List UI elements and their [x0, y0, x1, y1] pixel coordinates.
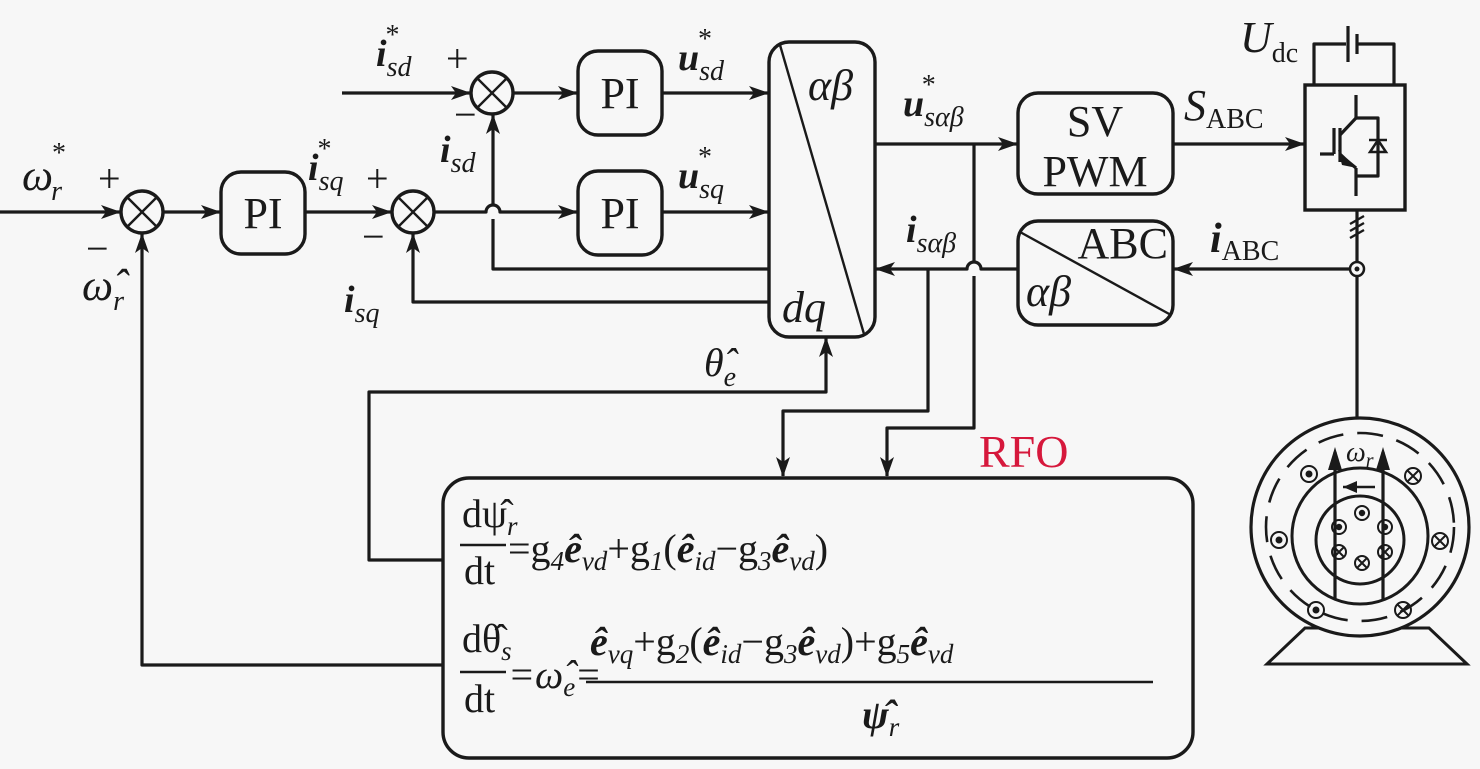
equation-term: ê — [772, 526, 790, 571]
label-s-abc: SABC — [1184, 81, 1264, 135]
equation-term: 3 — [757, 546, 772, 576]
label-isq: isq — [344, 279, 379, 329]
equation-term: 4 — [551, 546, 565, 576]
pi-d-block: PI — [576, 49, 664, 137]
motor-omega-label: ωr — [1346, 437, 1374, 472]
equation-term: ê — [797, 619, 815, 664]
label-isd: isd — [440, 129, 476, 179]
igbt-icon — [1320, 95, 1380, 196]
svg-text:dθ̂s: dθ̂s — [462, 616, 512, 666]
equation-term: =g — [508, 526, 551, 571]
equation-term: id — [720, 639, 742, 669]
equation-term: vd — [928, 639, 954, 669]
equation-1-rhs: =g4êvd+g1(êid−g3êvd) — [508, 526, 828, 576]
label-isd-ref: isd* — [376, 20, 412, 83]
pi-q-label: PI — [600, 189, 639, 238]
park-transform-block: αβ dq — [767, 40, 877, 339]
three-phase-marker-icon — [1349, 214, 1365, 240]
equation-term: ) — [815, 526, 828, 571]
sum-junction-q — [390, 189, 436, 235]
induction-motor-icon: ωr — [1249, 416, 1471, 666]
equation-term: vd — [789, 546, 815, 576]
svpwm-label-line1: SV — [1067, 97, 1123, 146]
sign-d-plus: + — [446, 36, 469, 81]
label-theta-hat: θ̂e — [704, 340, 739, 393]
equation-term: ) — [841, 619, 854, 664]
pi-q-block: PI — [576, 169, 664, 257]
diode-icon — [1367, 137, 1389, 154]
equation-term: ê — [677, 526, 695, 571]
clarke-transform-block: ABC αβ — [1016, 219, 1175, 327]
sum-junction-speed — [119, 189, 165, 235]
svg-text:dt: dt — [464, 676, 495, 721]
observer-equation-2: dθ̂s dt =ω̂e= êvq+g2(êid−g3êvd)+g5êvd ψ̂… — [460, 616, 1153, 742]
equation-term: 1 — [650, 546, 664, 576]
svpwm-label-line2: PWM — [1042, 147, 1147, 196]
pi-speed-label: PI — [243, 189, 282, 238]
sign-d-minus: − — [454, 92, 477, 137]
current-sensor-icon — [1348, 260, 1366, 278]
observer-equation-1: dψ̂r dt =g4êvd+g1(êid−g3êvd) — [460, 491, 828, 593]
label-udc: Udc — [1240, 13, 1298, 69]
equation-term: vd — [582, 546, 608, 576]
label-i-abc: iABC — [1210, 216, 1279, 267]
park-dq-label: dq — [782, 283, 826, 332]
equation-term: −g — [741, 619, 784, 664]
equation-term: 2 — [676, 639, 690, 669]
label-isq-ref: isq* — [308, 134, 343, 197]
svg-text:dψ̂r: dψ̂r — [462, 491, 518, 541]
equation-term: +g — [854, 619, 897, 664]
rfo-observer-label: RFO — [979, 426, 1068, 477]
rfo-observer-block: dψ̂r dt =g4êvd+g1(êid−g3êvd) dθ̂s dt =ω̂… — [441, 476, 1195, 760]
equation-term: 3 — [783, 639, 798, 669]
equation-term: id — [694, 546, 716, 576]
svpwm-block: SV PWM — [1016, 91, 1175, 196]
equation-term: ê — [910, 619, 928, 664]
label-omega-ref: ωr* — [22, 138, 66, 207]
clarke-alpha-beta-label: αβ — [1026, 267, 1071, 316]
pi-speed-block: PI — [219, 170, 307, 256]
equation-2-numerator: êvq+g2(êid−g3êvd)+g5êvd — [590, 619, 954, 669]
label-omega-hat: ω̂r — [82, 261, 130, 317]
equation-term: ( — [663, 526, 676, 571]
svg-text:dt: dt — [464, 548, 495, 593]
sign-q-minus: − — [362, 214, 385, 259]
inverter-block — [1303, 26, 1407, 423]
equation-term: vq — [608, 639, 633, 669]
label-is-alphabeta: isαβ — [906, 209, 956, 259]
svg-text:ψ̂r: ψ̂r — [862, 692, 900, 742]
svg-text:=ω̂e=: =ω̂e= — [508, 652, 600, 702]
sum-junction-d — [469, 70, 515, 116]
equation-term: 5 — [897, 639, 911, 669]
equation-term: ê — [590, 619, 608, 664]
equation-term: +g — [607, 526, 650, 571]
equation-term: ( — [689, 619, 702, 664]
signal-wires — [0, 86, 1350, 667]
label-usq-ref: usq* — [678, 142, 724, 205]
equation-term: ê — [703, 619, 721, 664]
label-usd-ref: usd* — [678, 24, 725, 87]
sign-speed-plus: + — [98, 156, 121, 201]
equation-term: ê — [564, 526, 582, 571]
sign-q-plus: + — [366, 156, 389, 201]
park-alpha-beta-label: αβ — [808, 61, 853, 110]
equation-term: +g — [633, 619, 676, 664]
equation-term: vd — [815, 639, 841, 669]
sign-speed-minus: − — [86, 226, 109, 271]
equation-term: −g — [715, 526, 758, 571]
label-us-alphabeta-ref: usαβ* — [903, 70, 964, 133]
pi-d-label: PI — [600, 69, 639, 118]
clarke-abc-label: ABC — [1078, 219, 1168, 268]
